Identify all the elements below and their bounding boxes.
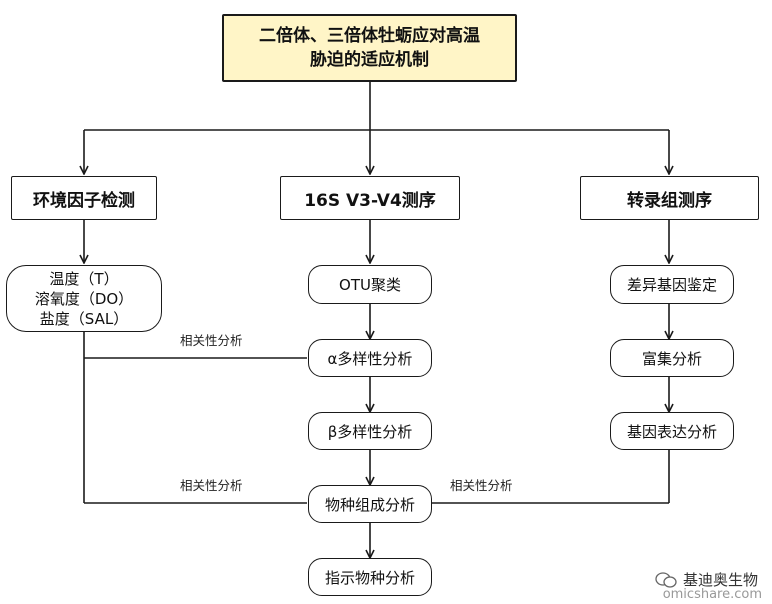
otu-clustering-box: OTU聚类 (308, 265, 432, 304)
correlation-label-env-composition: 相关性分析 (180, 478, 243, 493)
env-factor-salinity: 盐度（SAL） (39, 309, 129, 328)
deg-identification-box: 差异基因鉴定 (610, 265, 734, 304)
env-factor-do: 溶氧度（DO） (34, 289, 134, 308)
watermark-text: 基迪奥生物 (682, 571, 758, 589)
enrichment-analysis-box: 富集分析 (610, 339, 734, 377)
wechat-icon (655, 571, 677, 588)
correlation-label-env-alpha: 相关性分析 (180, 333, 243, 348)
gene-expression-box: 基因表达分析 (610, 412, 734, 450)
env-factors-box: 温度（T） 溶氧度（DO） 盐度（SAL） (6, 265, 162, 332)
alpha-diversity-box: α多样性分析 (308, 339, 432, 377)
env-factor-detection-box: 环境因子检测 (11, 176, 157, 220)
watermark-url: omicshare.com (662, 587, 762, 602)
species-composition-box: 物种组成分析 (308, 485, 432, 523)
diagram-title-box: 二倍体、三倍体牡蛎应对高温 胁迫的适应机制 (222, 14, 517, 82)
watermark: 基迪奥生物 (655, 569, 758, 590)
transcriptome-sequencing-box: 转录组测序 (580, 176, 759, 220)
env-factor-temperature: 温度（T） (49, 269, 119, 288)
correlation-label-trans-composition: 相关性分析 (450, 478, 513, 493)
title-line-2: 胁迫的适应机制 (310, 50, 429, 70)
title-line-1: 二倍体、三倍体牡蛎应对高温 (259, 26, 480, 46)
indicator-species-box: 指示物种分析 (308, 558, 432, 596)
beta-diversity-box: β多样性分析 (308, 412, 432, 450)
16s-sequencing-box: 16S V3-V4测序 (280, 176, 460, 220)
